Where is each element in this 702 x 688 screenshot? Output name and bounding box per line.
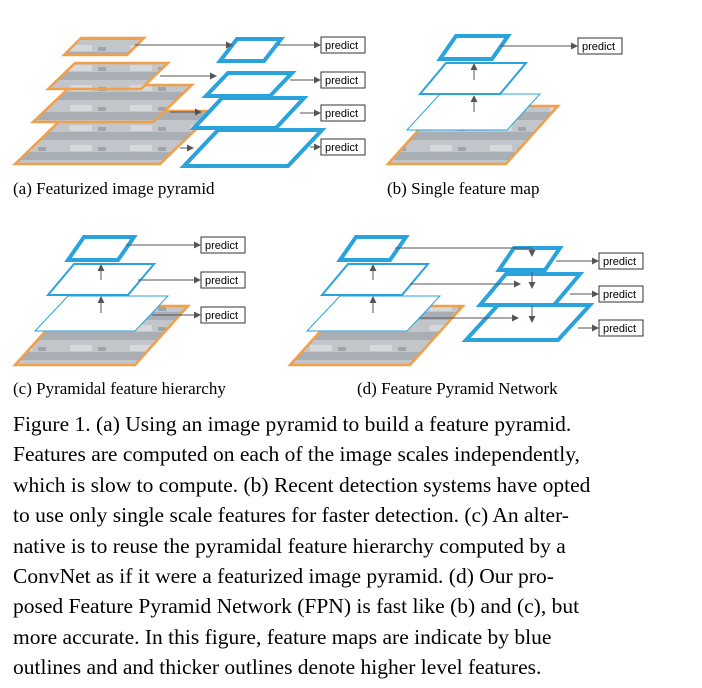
top-down-feature-map [475, 272, 585, 307]
arrows [97, 241, 201, 319]
panel-d-diagram: predict predict predict [287, 235, 644, 367]
caption-line: more accurate. In this figure, feature m… [13, 624, 552, 649]
feature-map [201, 71, 297, 98]
predict-label: predict [205, 310, 238, 322]
arrows [369, 247, 599, 332]
image-pyramid [11, 36, 219, 166]
panel-b-diagram: predict [385, 34, 623, 166]
feature-map [417, 62, 529, 95]
panel-c-caption: (c) Pyramidal feature hierarchy [13, 379, 226, 398]
caption-line: native is to reuse the pyramidal feature… [13, 533, 566, 558]
arrows [135, 41, 321, 152]
caption-line: outlines and and thicker outlines denote… [13, 655, 542, 680]
predict-label: predict [325, 142, 358, 154]
bottom-up-feature-map [319, 263, 431, 296]
caption-line: posed Feature Pyramid Network (FPN) is f… [13, 594, 580, 619]
predict-box: predict [320, 138, 366, 156]
predict-label: predict [603, 289, 636, 301]
image-level [29, 83, 196, 124]
image-level [60, 36, 148, 57]
predict-box: predict [320, 36, 366, 54]
predict-box: predict [598, 319, 644, 337]
predict-box: predict [200, 271, 246, 289]
predict-label: predict [582, 41, 615, 53]
predict-label: predict [603, 256, 636, 268]
panel-c-diagram: predict predict predict [12, 235, 246, 367]
predict-box: predict [577, 37, 623, 55]
predict-box: predict [598, 252, 644, 270]
feature-map [33, 295, 170, 332]
figure-caption: Figure 1. (a) Using an image pyramid to … [13, 409, 695, 683]
caption-line: Features are computed on each of the ima… [13, 442, 580, 467]
predict-box: predict [200, 236, 246, 254]
panel-b-caption: (b) Single feature map [387, 179, 540, 198]
feature-map [215, 37, 286, 63]
predict-label: predict [603, 323, 636, 335]
predict-box: predict [598, 285, 644, 303]
figure-diagram: predict predict predict predict predict [11, 34, 644, 367]
caption-line: which is slow to compute. (b) Recent det… [13, 472, 591, 497]
predict-box: predict [320, 104, 366, 122]
feature-map [436, 34, 512, 61]
caption-line: to use only single scale features for fa… [13, 503, 569, 528]
predict-box: predict [320, 71, 366, 89]
bottom-up-feature-map [336, 235, 410, 262]
caption-line: Figure 1. (a) Using an image pyramid to … [13, 412, 572, 436]
panel-a-diagram: predict predict predict predict [11, 36, 366, 168]
bottom-up-feature-map [305, 295, 442, 332]
top-down-feature-map [461, 303, 595, 342]
predict-label: predict [325, 75, 358, 87]
feature-map [64, 235, 138, 262]
top-down-feature-map [495, 246, 564, 272]
predict-label: predict [325, 108, 358, 120]
panel-a-caption: (a) Featurized image pyramid [13, 179, 215, 198]
panel-d-caption: (d) Feature Pyramid Network [357, 379, 558, 398]
predict-box: predict [200, 306, 246, 324]
feature-map [179, 128, 327, 168]
feature-map [189, 96, 309, 130]
feature-maps [179, 37, 327, 168]
predict-label: predict [205, 240, 238, 252]
caption-line: ConvNet as if it were a featurized image… [13, 564, 554, 589]
predict-label: predict [325, 40, 358, 52]
feature-pyramid-figure: predict predict predict predict predict [11, 34, 644, 398]
arrows [470, 42, 578, 112]
predict-label: predict [205, 275, 238, 287]
image-level [44, 61, 172, 91]
